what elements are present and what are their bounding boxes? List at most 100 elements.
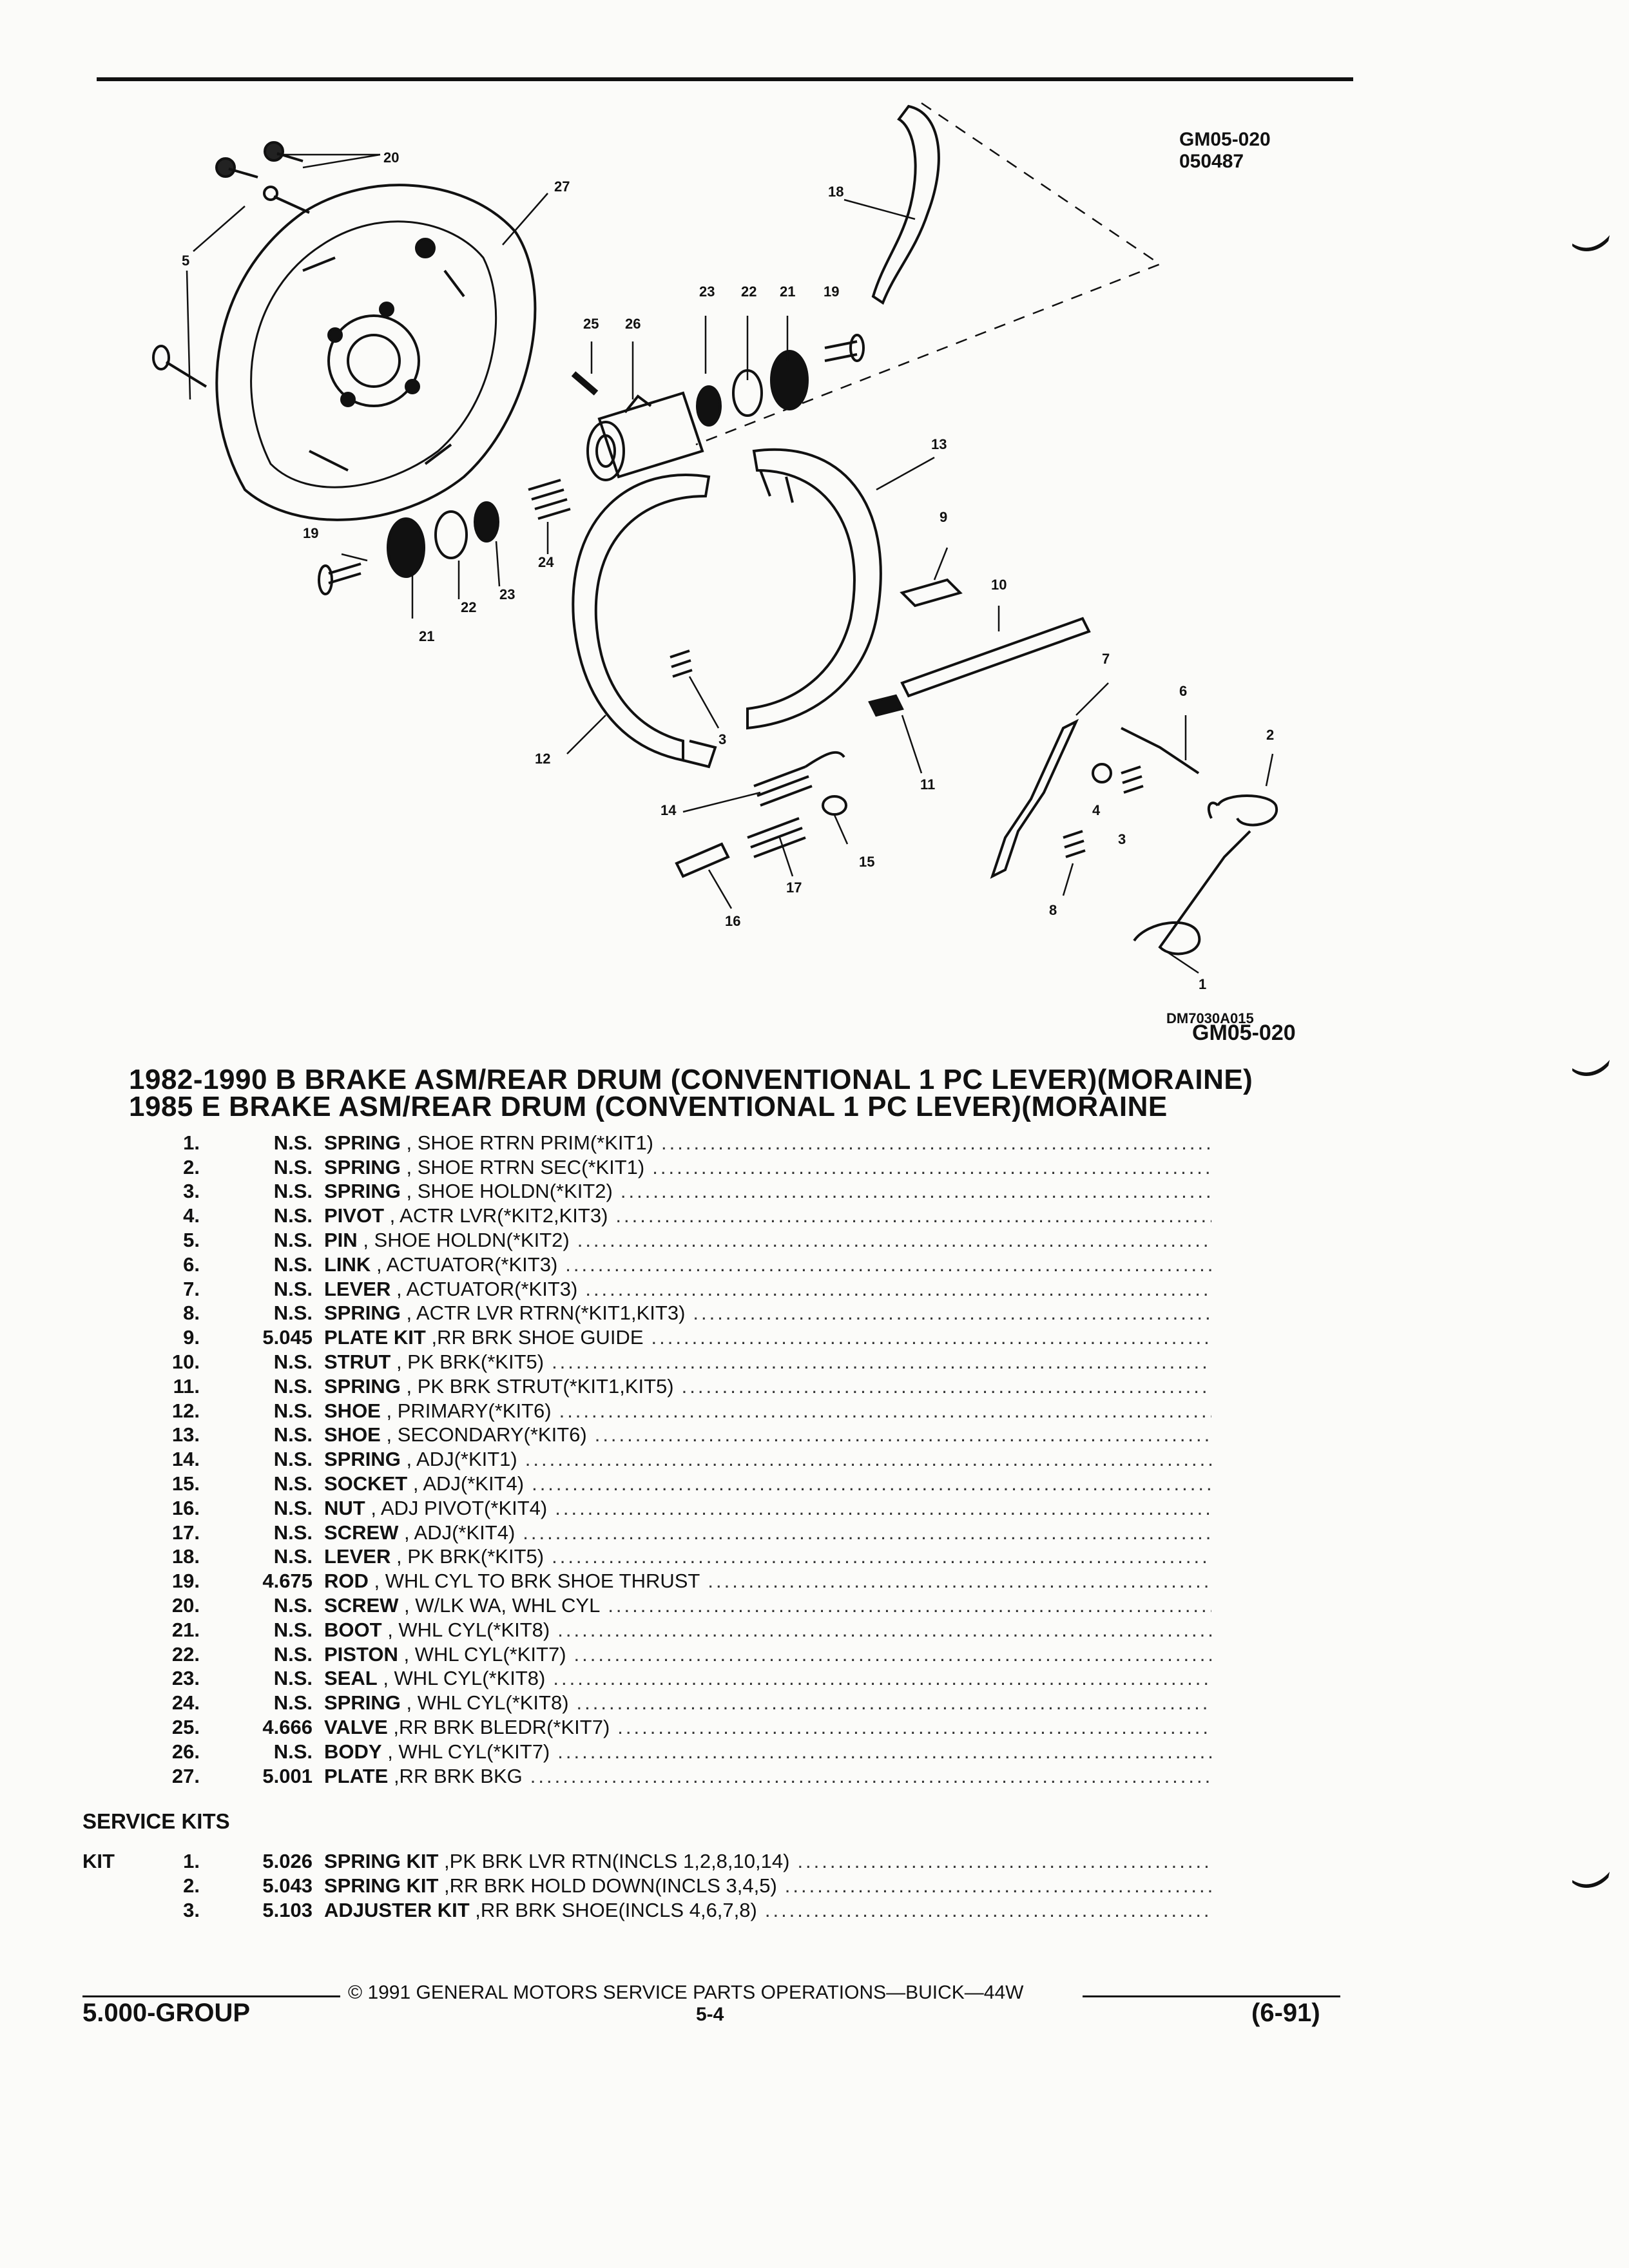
dot-leader bbox=[559, 1399, 1211, 1423]
part-row: 8. N.S. SPRING , ACTR LVR RTRN(*KIT1,KIT3) bbox=[129, 1302, 1211, 1326]
part-description: SPRING , ACTR LVR RTRN(*KIT1,KIT3) bbox=[324, 1302, 685, 1325]
dot-leader bbox=[574, 1643, 1211, 1666]
part-row: 15.N.S.SOCKET , ADJ(*KIT4) bbox=[129, 1472, 1211, 1496]
part-number: 15. bbox=[171, 1472, 200, 1495]
primary-shoe-part bbox=[572, 473, 717, 769]
part-code: N.S. bbox=[273, 1667, 313, 1690]
part-detail: , WHL CYL(*KIT7) bbox=[387, 1740, 550, 1763]
part-description: LEVER , PK BRK(*KIT5) bbox=[324, 1545, 544, 1568]
callout-6: 6 bbox=[1179, 683, 1187, 699]
part-detail: , ADJ(*KIT4) bbox=[404, 1521, 516, 1544]
part-description: SPRING , SHOE RTRN PRIM(*KIT1) bbox=[324, 1131, 653, 1155]
part-name: LINK bbox=[324, 1253, 371, 1276]
part-name: LEVER bbox=[324, 1277, 391, 1300]
part-number: 17. bbox=[171, 1521, 200, 1544]
kit-code: 5.026 bbox=[262, 1850, 313, 1872]
part-row: 13.N.S.SHOE , SECONDARY(*KIT6) bbox=[129, 1423, 1211, 1448]
kit-name: ADJUSTER KIT bbox=[324, 1899, 470, 1921]
part-number: 21. bbox=[171, 1618, 200, 1641]
part-description: SPRING , ADJ(*KIT1) bbox=[324, 1448, 517, 1471]
actuator-lever-part bbox=[990, 718, 1079, 879]
dot-leader bbox=[608, 1594, 1211, 1617]
part-code: N.S. bbox=[273, 1131, 313, 1154]
part-description: SPRING , PK BRK STRUT(*KIT1,KIT5) bbox=[324, 1375, 674, 1398]
part-row: 11.N.S.SPRING , PK BRK STRUT(*KIT1,KIT5) bbox=[129, 1374, 1211, 1399]
part-number: 19. bbox=[171, 1570, 200, 1593]
part-number: 8. bbox=[183, 1302, 200, 1325]
part-number: 25. bbox=[171, 1716, 200, 1739]
scan-mark bbox=[1572, 1872, 1610, 1888]
dot-leader bbox=[525, 1448, 1211, 1471]
figure-bottom-ref: DM7030A015 GM05-020 bbox=[1166, 1012, 1296, 1044]
part-name: PLATE bbox=[324, 1764, 389, 1787]
part-code: 4.675 bbox=[262, 1570, 313, 1593]
figure-date-code: 050487 bbox=[1179, 151, 1244, 172]
part-description: VALVE ,RR BRK BLEDR(*KIT7) bbox=[324, 1716, 610, 1739]
part-row: 21.N.S.BOOT , WHL CYL(*KIT8) bbox=[129, 1618, 1211, 1642]
parts-list: 1.N.S.SPRING , SHOE RTRN PRIM(*KIT1)2.N.… bbox=[129, 1131, 1211, 1789]
part-name: SCREW bbox=[324, 1594, 399, 1617]
part-description: LEVER , ACTUATOR(*KIT3) bbox=[324, 1278, 577, 1301]
figure-id: GM05-020 050487 bbox=[1179, 129, 1271, 173]
dot-leader bbox=[557, 1619, 1211, 1642]
part-name: BODY bbox=[324, 1740, 382, 1763]
holddown-pin-part bbox=[152, 186, 310, 388]
dot-leader bbox=[523, 1521, 1211, 1544]
part-row: 4.N.S.PIVOT , ACTR LVR(*KIT2,KIT3) bbox=[129, 1204, 1211, 1228]
part-detail: , PK BRK STRUT(*KIT1,KIT5) bbox=[406, 1374, 674, 1398]
dot-leader bbox=[617, 1716, 1211, 1739]
figure-code: GM05-020 bbox=[1179, 129, 1271, 150]
part-row: 16.N.S.NUT , ADJ PIVOT(*KIT4) bbox=[129, 1496, 1211, 1521]
callout-24: 24 bbox=[538, 554, 554, 570]
callout-22: 22 bbox=[741, 284, 757, 300]
dot-leader bbox=[577, 1691, 1211, 1715]
part-name: SPRING bbox=[324, 1180, 401, 1203]
part-row: 22.N.S.PISTON , WHL CYL(*KIT7) bbox=[129, 1642, 1211, 1667]
part-name: PLATE KIT bbox=[324, 1326, 426, 1349]
part-name: STRUT bbox=[324, 1350, 391, 1374]
kit-detail: ,RR BRK HOLD DOWN(INCLS 3,4,5) bbox=[444, 1874, 777, 1897]
part-name: LEVER bbox=[324, 1545, 391, 1568]
scan-mark bbox=[1572, 1060, 1610, 1076]
part-description: STRUT , PK BRK(*KIT5) bbox=[324, 1350, 544, 1374]
part-name: SEAL bbox=[324, 1667, 378, 1690]
part-code: N.S. bbox=[273, 1740, 313, 1763]
kit-name: SPRING KIT bbox=[324, 1850, 439, 1872]
part-description: LINK , ACTUATOR(*KIT3) bbox=[324, 1253, 557, 1276]
part-description: PLATE KIT ,RR BRK SHOE GUIDE bbox=[324, 1326, 644, 1349]
callout-19b: 19 bbox=[303, 525, 318, 541]
part-row: 26.N.S.BODY , WHL CYL(*KIT7) bbox=[129, 1740, 1211, 1764]
dot-leader bbox=[797, 1850, 1211, 1873]
part-detail: , WHL CYL TO BRK SHOE THRUST bbox=[374, 1570, 700, 1593]
part-detail: , ACTR LVR(*KIT2,KIT3) bbox=[389, 1204, 608, 1227]
part-name: BOOT bbox=[324, 1618, 382, 1641]
part-description: PIVOT , ACTR LVR(*KIT2,KIT3) bbox=[324, 1204, 608, 1227]
part-name: SPRING bbox=[324, 1302, 401, 1325]
title-line-1: 1982-1990 B BRAKE ASM/REAR DRUM (CONVENT… bbox=[129, 1064, 1253, 1095]
part-name: ROD bbox=[324, 1570, 369, 1593]
part-code: N.S. bbox=[273, 1204, 313, 1227]
part-code: N.S. bbox=[273, 1253, 313, 1276]
callout-10: 10 bbox=[991, 577, 1007, 593]
part-number: 16. bbox=[171, 1496, 200, 1519]
callout-20: 20 bbox=[383, 149, 399, 166]
top-rule bbox=[97, 77, 1353, 81]
part-detail: , ACTR LVR RTRN(*KIT1,KIT3) bbox=[406, 1302, 686, 1325]
callout-12: 12 bbox=[535, 751, 550, 767]
part-code: N.S. bbox=[273, 1618, 313, 1641]
callout-25: 25 bbox=[583, 316, 599, 332]
part-number: 7. bbox=[183, 1277, 200, 1300]
kit-number: 1. bbox=[183, 1850, 200, 1872]
part-detail: , PRIMARY(*KIT6) bbox=[386, 1399, 552, 1422]
callout-21: 21 bbox=[780, 284, 795, 300]
part-code: N.S. bbox=[273, 1302, 313, 1325]
dot-leader bbox=[552, 1350, 1211, 1374]
kit-code: 5.103 bbox=[262, 1899, 313, 1921]
callout-8: 8 bbox=[1049, 902, 1057, 918]
part-description: SPRING , SHOE RTRN SEC(*KIT1) bbox=[324, 1156, 644, 1179]
callout-3: 3 bbox=[718, 731, 726, 747]
part-code: N.S. bbox=[273, 1399, 313, 1422]
part-code: N.S. bbox=[273, 1691, 313, 1715]
kit-detail: ,PK BRK LVR RTN(INCLS 1,2,8,10,14) bbox=[444, 1850, 790, 1872]
